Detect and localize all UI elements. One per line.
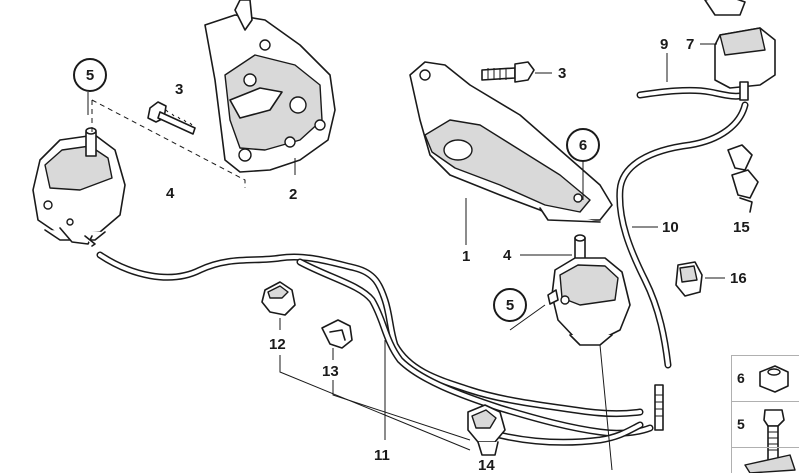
callout-14[interactable]: 14	[478, 457, 495, 473]
legend-box: 6 5	[731, 355, 799, 473]
legend-nut-icon	[759, 365, 789, 393]
clip-14-icon	[467, 404, 506, 456]
engine-mount-right-icon	[547, 234, 631, 346]
hose-fitting-icon	[654, 384, 664, 431]
legend-cell-nut: 6	[732, 356, 799, 402]
callout-4-left[interactable]: 4	[166, 185, 175, 202]
bracket-left-icon	[204, 0, 336, 173]
callout-10[interactable]: 10	[662, 219, 679, 236]
callout-1[interactable]: 1	[462, 248, 471, 265]
clip-16-icon	[675, 261, 703, 297]
callout-3-left[interactable]: 3	[175, 81, 184, 98]
callout-9[interactable]: 9	[660, 36, 669, 53]
callout-4-right[interactable]: 4	[503, 247, 512, 264]
callout-7[interactable]: 7	[686, 36, 695, 53]
clip-15-icon	[727, 144, 759, 213]
callout-6[interactable]: 6	[566, 128, 600, 162]
legend-washer-icon	[744, 454, 796, 473]
bracket-right-icon	[409, 61, 613, 223]
callout-2[interactable]: 2	[289, 186, 298, 203]
callout-5-left[interactable]: 5	[73, 58, 107, 92]
callout-13[interactable]: 13	[322, 363, 339, 380]
bolt-right-icon	[481, 61, 535, 83]
callout-11[interactable]: 11	[374, 447, 390, 464]
callout-3-right[interactable]: 3	[558, 65, 567, 82]
valve-icon	[704, 0, 776, 101]
callout-5-right[interactable]: 5	[493, 288, 527, 322]
legend-label-nut: 6	[737, 370, 745, 386]
legend-cell-bolt: 5	[732, 402, 799, 448]
callout-16[interactable]: 16	[730, 270, 747, 287]
engine-mount-left-icon	[32, 127, 126, 247]
callout-15[interactable]: 15	[733, 219, 750, 236]
legend-bolt-icon	[763, 409, 785, 461]
clip-13-icon	[321, 319, 353, 349]
clip-12-icon	[261, 281, 296, 316]
bolt-left-icon	[147, 101, 196, 135]
legend-label-bolt: 5	[737, 416, 745, 432]
callout-12[interactable]: 12	[269, 336, 286, 353]
